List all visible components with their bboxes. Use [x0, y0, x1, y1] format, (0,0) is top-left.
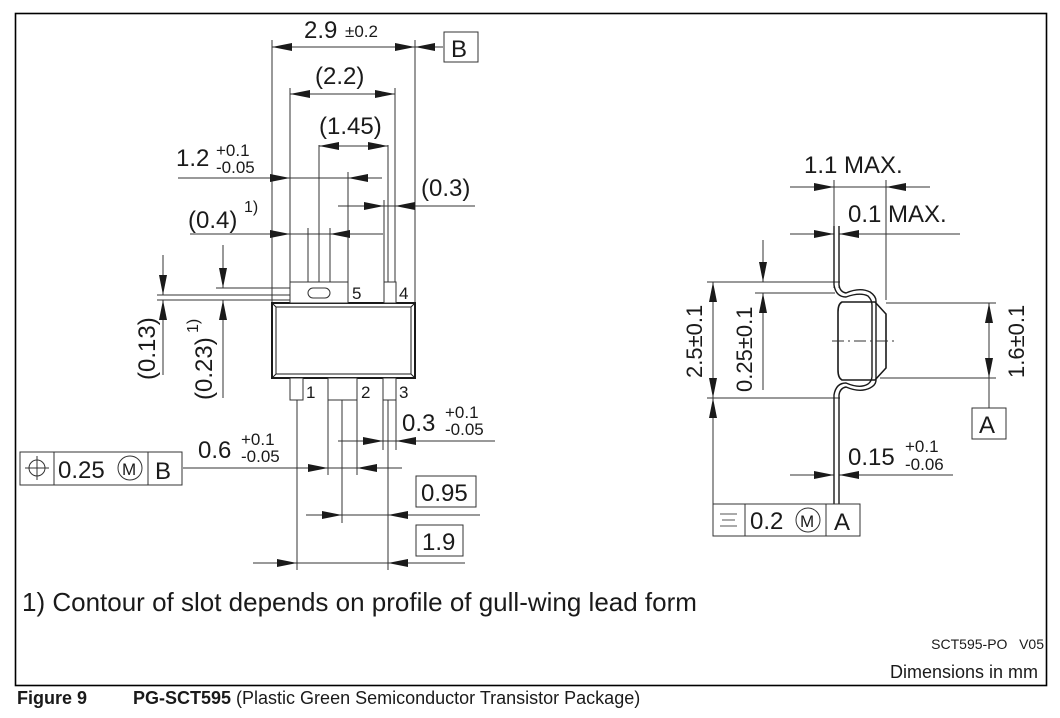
dim-0-3-tol-lower: -0.05 [445, 420, 484, 439]
position-tol-datum: B [155, 458, 171, 485]
pins [289, 281, 397, 401]
datum-b-box [443, 31, 479, 63]
mmc-modifier-icon [117, 455, 143, 481]
figure-label: Figure 9 [17, 688, 88, 708]
dim-0-23-value: (0.23) [191, 337, 218, 400]
pitch-total-value: 1.9 [422, 529, 455, 556]
pin-5-slot-hole [307, 287, 331, 299]
dim-0-25: 0.25±0.1 [732, 307, 757, 392]
dim-0-6-tol-lower: -0.05 [241, 447, 280, 466]
dim-1-2-value: 1.2 [176, 145, 209, 172]
dim-1-6: 1.6±0.1 [1004, 305, 1029, 378]
dim-0-15-tol-upper: +0.1 [905, 437, 939, 456]
pin-2 [327, 377, 358, 401]
pin-3 [382, 377, 397, 401]
pin-label-4: 4 [399, 284, 408, 303]
pitch-total-box [415, 524, 464, 557]
pitch-value: 0.95 [421, 480, 468, 507]
dim-1-2-tol-upper: +0.1 [216, 141, 250, 160]
position-tol-modifier: M [122, 460, 136, 479]
dim-1-2-tol-lower: -0.05 [216, 158, 255, 177]
pin-label-3: 3 [399, 383, 408, 402]
pin-4 [383, 281, 397, 304]
mmc-modifier-icon [795, 507, 821, 533]
position-tolerance-frame: 0.25 M B [19, 451, 183, 486]
drawing-frame [14, 12, 1048, 687]
package-name: PG-SCT595 [133, 688, 232, 708]
dim-0-15-tol-lower: -0.06 [905, 455, 944, 474]
dim-1-1-max: 1.1 MAX. [804, 152, 903, 179]
dim-1-45: (1.45) [319, 113, 382, 140]
drawing-id: SCT595-PO V05 [931, 636, 1044, 652]
symmetry-tol-datum: A [834, 509, 850, 536]
dim-0-13: (0.13) [134, 317, 161, 380]
dim-0-23-note: 1) [185, 319, 202, 333]
datum-b-label: B [451, 36, 467, 63]
symmetry-symbol-icon [720, 513, 737, 527]
top-view [157, 40, 495, 570]
package-body [271, 302, 416, 379]
dim-0-15-value: 0.15 [848, 444, 895, 471]
dim-0-1-max: 0.1 MAX. [848, 201, 947, 228]
datum-a-box [971, 407, 1007, 440]
pin-label-2: 2 [361, 383, 370, 402]
pin-label-5: 5 [352, 284, 361, 303]
pitch-box [415, 475, 477, 508]
symmetry-tol-value: 0.2 [750, 508, 783, 535]
dim-0-4-note: 1) [244, 199, 258, 216]
units-note: Dimensions in mm [890, 662, 1038, 682]
dim-0-3-value: 0.3 [402, 410, 435, 437]
dim-2-2: (2.2) [315, 63, 364, 90]
dim-0-3-tol-upper: +0.1 [445, 403, 479, 422]
dim-0-3-ref: (0.3) [421, 175, 470, 202]
dim-2-9-value: 2.9 [304, 17, 337, 44]
datum-a-label: A [979, 412, 995, 439]
dim-2-9-tol: ±0.2 [345, 22, 378, 41]
package-description: (Plastic Green Semiconductor Transistor … [231, 688, 641, 708]
position-tol-value: 0.25 [58, 457, 105, 484]
dim-0-6-tol-upper: +0.1 [241, 430, 275, 449]
footnote: 1) Contour of slot depends on profile of… [22, 587, 697, 617]
pin-1 [289, 377, 304, 401]
dim-2-5: 2.5±0.1 [682, 305, 707, 378]
pin-label-1: 1 [306, 383, 315, 402]
dim-0-6-value: 0.6 [198, 437, 231, 464]
dim-0-4-value: (0.4) [188, 207, 237, 234]
figure-caption: Figure 9 PG-SCT595 (Plastic Green Semicon… [17, 688, 640, 709]
symmetry-tol-modifier: M [800, 512, 814, 531]
symmetry-tolerance-frame: 0.2 M A [712, 503, 861, 537]
position-symbol-icon [25, 456, 49, 480]
